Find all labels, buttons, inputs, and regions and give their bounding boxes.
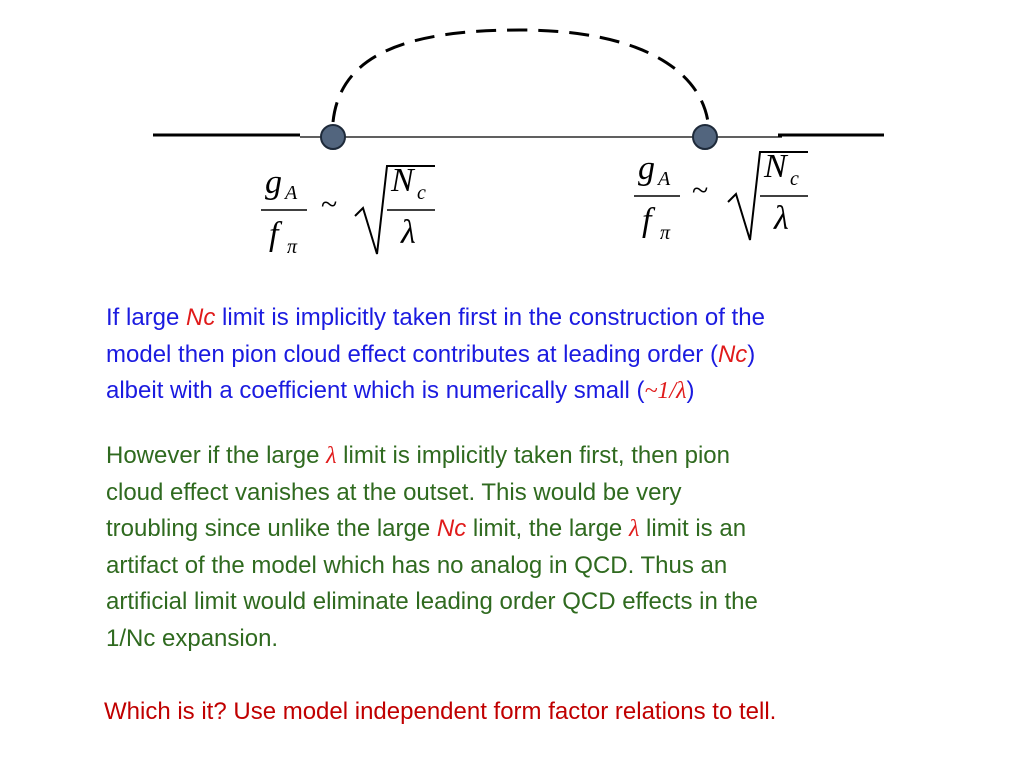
left-formula: g A f π ~ N c λ (255, 158, 455, 268)
pion-loop-dashed-arc (331, 28, 710, 123)
left-num-sub: A (285, 182, 298, 204)
right-den-f: f (642, 202, 652, 239)
lambda-term: λ (326, 443, 337, 469)
left-den-sub: π (287, 236, 298, 258)
para1-line2: model then pion cloud effect contributes… (106, 340, 756, 368)
left-num-g: g (265, 164, 282, 201)
closing-question: Which is it? Use model independent form … (104, 698, 777, 725)
left-root-num-sub: c (417, 182, 426, 204)
nc-term: Nc (436, 515, 467, 542)
left-root-num: N (391, 162, 414, 199)
right-num-sub: A (658, 168, 671, 190)
paragraph-large-nc: If large Nc limit is implicitly taken fi… (106, 300, 765, 410)
para1-line3: albeit with a coefficient which is numer… (106, 377, 695, 404)
right-den-sub: π (660, 222, 671, 244)
paragraph-large-lambda: However if the large λ limit is implicit… (106, 438, 758, 657)
left-formula-lines (261, 165, 435, 255)
right-formula-lines (634, 151, 808, 241)
left-den-f: f (269, 216, 279, 253)
para2-line1: However if the large λ limit is implicit… (106, 442, 730, 469)
lambda-term: λ (628, 516, 640, 542)
left-root-den: λ (401, 214, 416, 251)
right-root-num-sub: c (790, 168, 799, 190)
nc-term: Nc (717, 340, 748, 368)
left-vertex (320, 124, 346, 150)
left-tilde: ~ (321, 188, 338, 221)
para2-line6: 1/Nc expansion. (106, 624, 279, 652)
right-root-den: λ (774, 200, 789, 237)
para2-line5: artificial limit would eliminate leading… (106, 588, 758, 615)
para1-line1: If large Nc limit is implicitly taken fi… (106, 304, 765, 331)
para2-line4: artifact of the model which has no analo… (106, 551, 728, 579)
right-num-g: g (638, 150, 655, 187)
small-coefficient: ~1/λ (644, 378, 687, 404)
right-root-num: N (764, 148, 787, 185)
right-formula: g A f π ~ N c λ (628, 146, 828, 256)
nc-term: Nc (186, 304, 216, 331)
para2-line3: troubling since unlike the large Nc limi… (106, 515, 747, 542)
right-vertex (692, 124, 718, 150)
right-tilde: ~ (692, 174, 709, 207)
para2-line2: cloud effect vanishes at the outset. Thi… (106, 478, 682, 506)
loop-diagram (153, 28, 884, 150)
